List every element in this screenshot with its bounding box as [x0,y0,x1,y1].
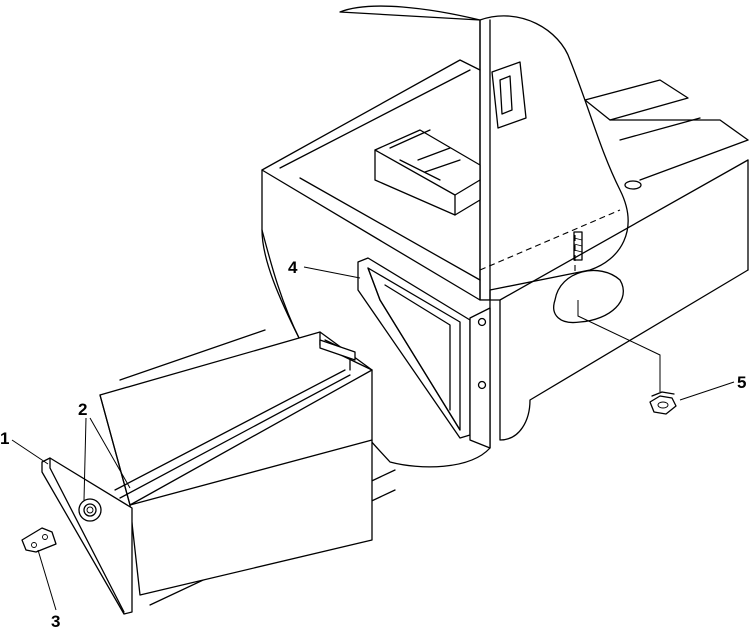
callouts: 1 2 3 4 5 [0,258,746,629]
callout-1: 1 [0,429,9,448]
hex-nut [573,231,677,415]
gasket-frame [357,257,491,449]
latch-part [21,527,57,553]
callout-2: 2 [78,400,87,419]
callout-4: 4 [288,258,298,277]
drawer-assembly [41,329,396,615]
callout-leaders [11,266,735,611]
interior-tray [374,129,481,216]
callout-3: 3 [51,612,60,629]
cabinet-cutaway [261,5,749,468]
callout-5: 5 [737,373,746,392]
